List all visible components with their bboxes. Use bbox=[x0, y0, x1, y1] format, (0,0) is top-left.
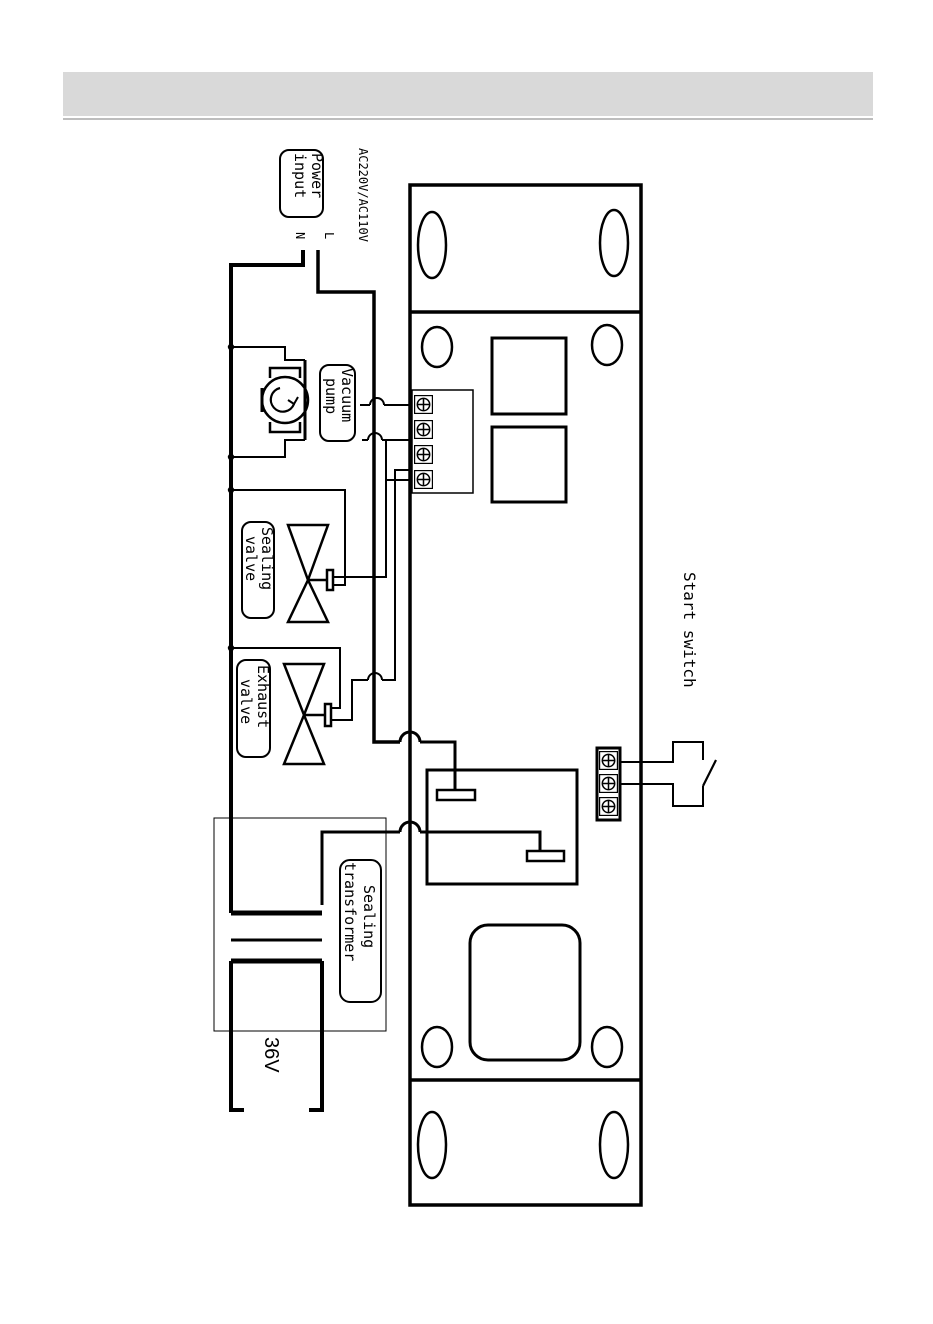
start-switch-label: Start switch bbox=[680, 572, 699, 688]
sealing-valve-label: Sealing valve bbox=[242, 527, 276, 590]
svg-text:pump: pump bbox=[322, 378, 340, 414]
relay-block bbox=[492, 427, 566, 502]
power-input-label: Power input bbox=[291, 153, 326, 198]
control-board bbox=[427, 770, 577, 884]
mount-hole bbox=[592, 1027, 622, 1067]
svg-text:valve: valve bbox=[242, 536, 260, 581]
terminal-block bbox=[412, 390, 473, 493]
voltage-label: AC220V/AC110V bbox=[356, 148, 370, 242]
control-panel bbox=[470, 925, 580, 1060]
mount-oval bbox=[600, 1112, 628, 1178]
neutral-label: N bbox=[293, 232, 307, 239]
terminal-screw-icon bbox=[414, 445, 432, 463]
mount-hole bbox=[422, 1027, 452, 1067]
mount-hole bbox=[592, 325, 622, 365]
terminal-screw-icon bbox=[599, 797, 617, 815]
board-terminal bbox=[527, 851, 564, 861]
svg-text:Exhaust: Exhaust bbox=[254, 665, 272, 728]
machine-body bbox=[410, 185, 641, 1205]
sealing-valve-icon bbox=[288, 525, 333, 622]
svg-text:transformer: transformer bbox=[341, 862, 359, 961]
svg-text:Power: Power bbox=[308, 153, 326, 198]
svg-text:Sealing: Sealing bbox=[360, 885, 378, 948]
svg-text:input: input bbox=[291, 153, 309, 198]
board-terminal bbox=[437, 790, 475, 800]
start-switch bbox=[620, 742, 716, 806]
live-line bbox=[318, 250, 400, 742]
terminal-screw-icon bbox=[599, 751, 617, 769]
exhaust-valve-icon bbox=[284, 664, 331, 764]
terminal-screw-icon bbox=[599, 774, 617, 792]
terminal-screw-icon bbox=[414, 420, 432, 438]
wiring bbox=[231, 250, 540, 913]
relay-block bbox=[492, 338, 566, 414]
vacuum-pump-icon bbox=[262, 360, 308, 440]
mount-oval bbox=[600, 210, 628, 276]
mount-hole bbox=[422, 327, 452, 367]
terminal-screw-icon bbox=[414, 470, 432, 488]
svg-text:valve: valve bbox=[237, 679, 255, 724]
secondary-voltage-label: 36V bbox=[260, 1037, 282, 1073]
terminal-screw-icon bbox=[414, 395, 432, 413]
switch-terminal bbox=[597, 748, 620, 820]
mount-oval bbox=[418, 1112, 446, 1178]
mount-oval bbox=[418, 212, 446, 278]
live-label: L bbox=[322, 232, 336, 239]
switch-contact bbox=[703, 760, 716, 786]
